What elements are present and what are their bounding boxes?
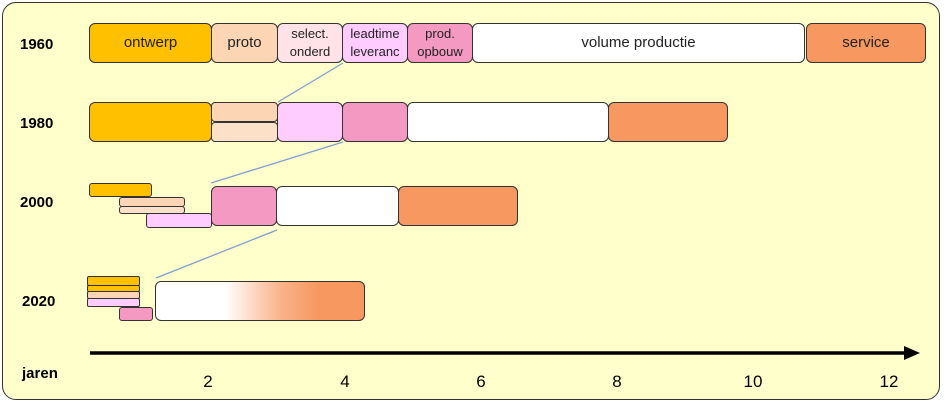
prod-line-2: opbouw	[417, 43, 463, 59]
phase-volume-productie-1960: volume productie	[472, 23, 805, 63]
phase-service-1960: service	[806, 23, 926, 63]
phase-service-2000	[398, 186, 518, 226]
select-line-2: onderd	[289, 43, 331, 59]
phase-prod-opbouw-1960: prod. opbouw	[407, 23, 473, 63]
phase-prod-2020	[119, 307, 153, 321]
row-label-2020: 2020	[22, 293, 56, 310]
tick-10: 10	[743, 372, 763, 391]
tick-6: 6	[476, 372, 486, 391]
arrow-head-icon	[904, 346, 920, 360]
phase-proto-1960: proto	[211, 23, 278, 63]
row-label-1980: 1980	[20, 115, 54, 132]
axis-label-jaren: jaren	[22, 365, 58, 382]
phase-prod-1980	[342, 102, 408, 142]
row-label-2000: 2000	[20, 194, 54, 211]
phase-volume-1980	[407, 102, 609, 142]
phase-ontwerp-2000	[89, 183, 152, 197]
phase-prod-2000	[211, 186, 277, 226]
connector-1980-2000	[210, 141, 344, 184]
phase-ontwerp-1980	[89, 102, 212, 142]
phase-select-onderd-1960: select. onderd	[277, 23, 343, 63]
phase-service-1980	[608, 102, 728, 142]
connector-2000-2020	[155, 229, 278, 279]
leadtime-line-2: leveranc	[350, 43, 400, 59]
tick-2: 2	[203, 372, 213, 391]
phase-leadtime-1980	[277, 102, 343, 142]
row-label-1960: 1960	[20, 36, 54, 53]
leadtime-line-1: leadtime	[350, 25, 400, 41]
phase-leadtime-2020	[87, 298, 140, 307]
phase-volume-service-2020	[155, 281, 365, 321]
prod-line-1: prod.	[425, 25, 455, 41]
tick-12: 12	[879, 372, 899, 391]
connector-1960-1980	[277, 62, 344, 103]
phase-ontwerp-1960: ontwerp	[89, 23, 212, 63]
phase-leadtime-leveranc-1960: leadtime leveranc	[342, 23, 408, 63]
select-line-1: select.	[291, 25, 329, 41]
tick-4: 4	[340, 372, 350, 391]
tick-8: 8	[612, 372, 622, 391]
